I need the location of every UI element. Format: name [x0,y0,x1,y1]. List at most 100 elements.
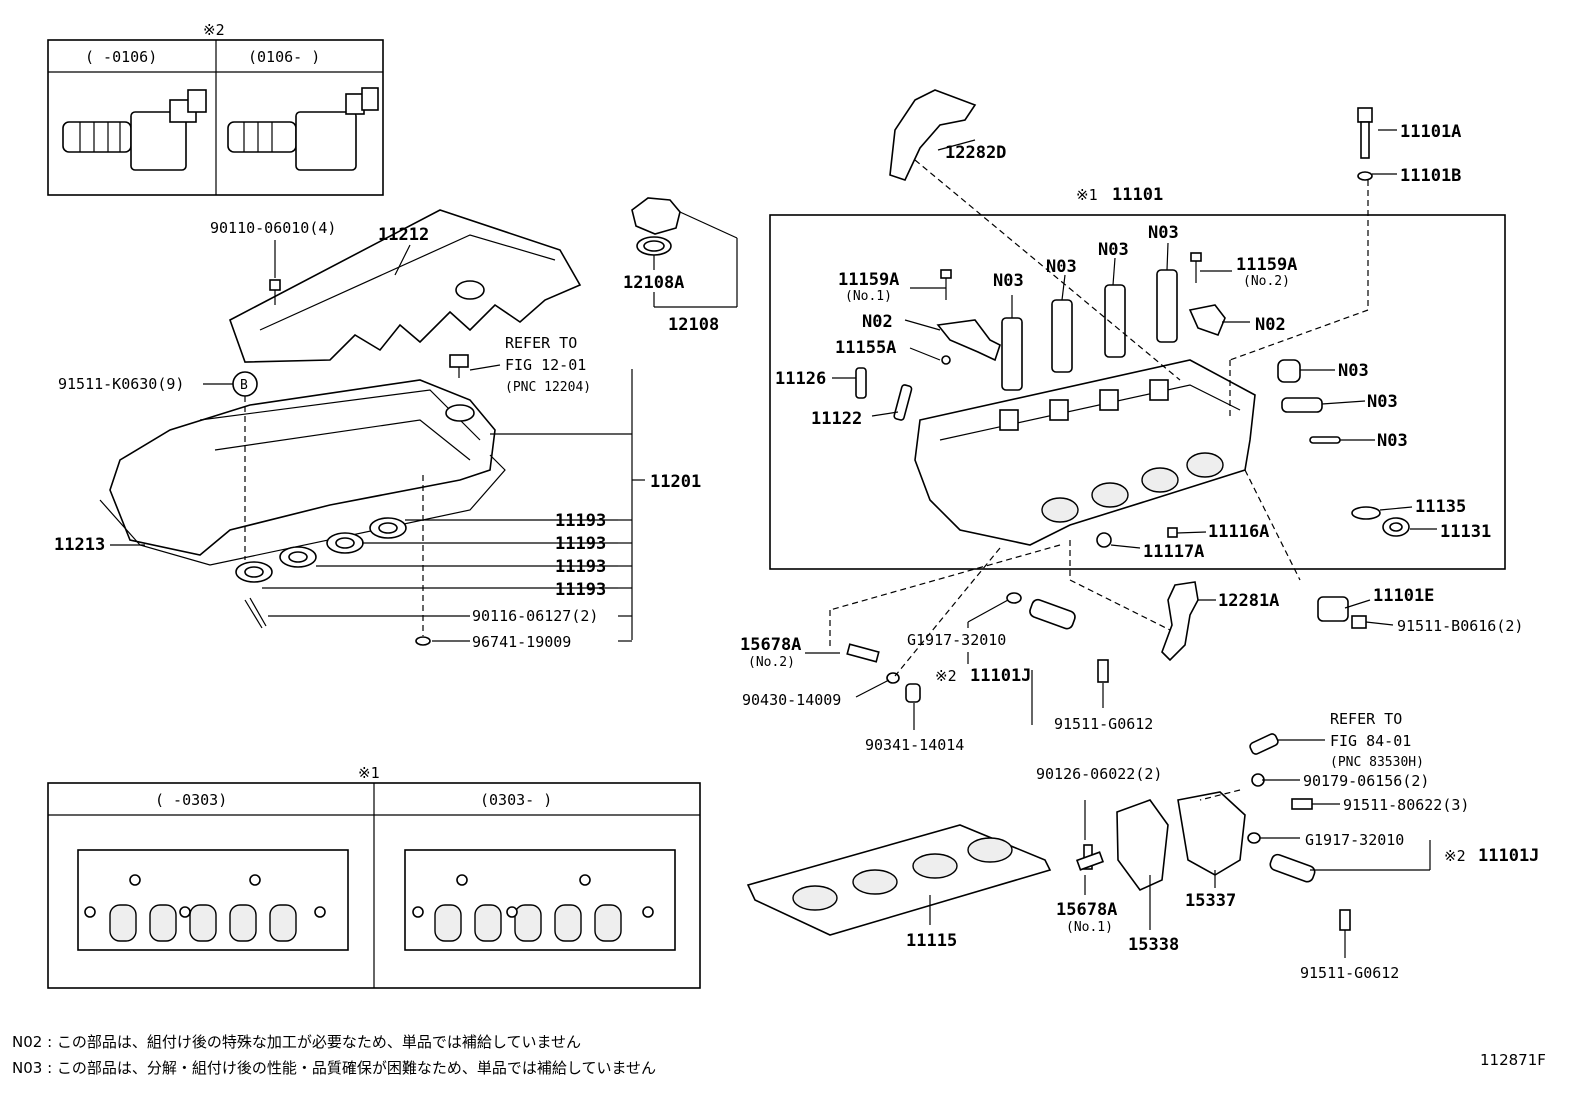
label-11135: 11135 [1415,497,1466,517]
label-91511-80622: 91511-80622(3) [1343,796,1469,814]
engine-hanger-front-drawing [889,89,977,181]
right-leaders [805,129,1437,958]
label-90430: 90430-14009 [742,691,841,709]
label-n02-a: N02 [862,312,893,332]
label-11101j-2-mark: ※2 [1444,847,1466,865]
label-15678a-2-sub: (No.2) [748,655,795,670]
label-11193-b: 11193 [555,534,606,554]
label-11101: 11101 [1112,185,1163,205]
inset-vvt-col-left: ( -0106) [85,48,157,66]
label-n03-d: N03 [1148,223,1179,243]
label-11101a: 11101A [1400,122,1461,142]
label-11159a-1: 11159A [838,270,899,290]
refer-12-line3: (PNC 12204) [505,380,591,395]
plug-tube-sleeves [1001,269,1178,391]
label-11212: 11212 [378,225,429,245]
vvt-valve-new-drawing [227,87,379,171]
label-11159a-1-sub: (No.1) [845,289,892,304]
inset-head-col-left: ( -0303) [155,791,227,809]
inset-head-mark: ※1 [358,764,380,782]
label-11117a: 11117A [1143,542,1204,562]
label-11122: 11122 [811,409,862,429]
label-g1917-b: G1917-32010 [1305,831,1404,849]
label-11101j: 11101J [970,666,1031,686]
label-11101e: 11101E [1373,586,1434,606]
refer-12-line1: REFER TO [505,334,577,352]
label-11115: 11115 [906,931,957,951]
engine-hanger-rear-drawing [1161,581,1199,662]
label-n03-g: N03 [1377,431,1408,451]
inset-vvt-table: ※2 ( -0106) (0106- ) [47,21,384,196]
part-labels: 90110-06010(4) 11212 91511-K0630(9) 1121… [54,122,1539,982]
label-n03-f: N03 [1367,392,1398,412]
label-96741: 96741-19009 [472,633,571,651]
label-91511-g0612-a: 91511-G0612 [1054,715,1153,733]
refer-84-line3: (PNC 83530H) [1330,755,1424,770]
inset-head-col-right: (0303- ) [480,791,552,809]
label-90341: 90341-14014 [865,736,964,754]
label-g1917-a: G1917-32010 [907,631,1006,649]
small-parts-right [855,107,1410,548]
cylinder-head-drawing [914,359,1256,546]
label-12108a: 12108A [623,273,684,293]
label-n03-c: N03 [1098,240,1129,260]
label-15338: 15338 [1128,935,1179,955]
label-11159a-2: 11159A [1236,255,1297,275]
label-15678a-1-sub: (No.1) [1066,920,1113,935]
bearing-caps [936,304,1226,362]
label-90110: 90110-06010(4) [210,219,336,237]
timing-cover-gasket-drawing [1116,799,1169,891]
label-11101-mark: ※1 [1076,186,1098,204]
cylinder-head-new-drawing [404,849,676,951]
label-11193-d: 11193 [555,580,606,600]
label-11201: 11201 [650,472,701,492]
label-15678a-2: 15678A [740,635,801,655]
label-91511-k0630: 91511-K0630(9) [58,375,184,393]
cylinder-head-old-drawing [77,849,349,951]
footnote-n02: N02 : この部品は、組付け後の特殊な加工が必要なため、単品では補給していませ… [12,1033,581,1051]
label-n03-e: N03 [1338,361,1369,381]
label-11193-a: 11193 [555,511,606,531]
cylinder-head-cover-no2-drawing [229,209,582,363]
label-12281a: 12281A [1218,591,1279,611]
label-11193-c: 11193 [555,557,606,577]
badge-b: B [240,378,248,393]
label-12108: 12108 [668,315,719,335]
label-11101j-2: 11101J [1478,846,1539,866]
label-11131: 11131 [1440,522,1491,542]
label-90116: 90116-06127(2) [472,607,598,625]
footnote-n03: N03 : この部品は、分解・組付け後の性能・品質確保が困難なため、単品では補給… [12,1059,656,1077]
label-11101b: 11101B [1400,166,1461,186]
figure-id: 112871F [1480,1051,1546,1069]
label-n03-a: N03 [993,271,1024,291]
inset-head-table: ※1 ( -0303) (0303- ) [47,764,701,989]
oil-filler-cap-drawing [631,197,681,256]
label-11159a-2-sub: (No.2) [1243,274,1290,289]
label-90179: 90179-06156(2) [1303,772,1429,790]
label-11116a: 11116A [1208,522,1269,542]
vvt-valve-old-drawing [62,89,207,171]
refer-84-line2: FIG 84-01 [1330,732,1411,750]
label-11101j-mark: ※2 [935,667,957,685]
label-91511-g0612-b: 91511-G0612 [1300,964,1399,982]
camshaft-housing-drawing [1177,791,1246,876]
label-11126: 11126 [775,369,826,389]
label-91511-b0616: 91511-B0616(2) [1397,617,1523,635]
left-leaders [110,211,738,642]
inset-vvt-col-right: (0106- ) [248,48,320,66]
cover-bolts [244,279,469,646]
label-15678a-1: 15678A [1056,900,1117,920]
inset-vvt-mark: ※2 [203,21,225,39]
refer-84-line1: REFER TO [1330,710,1402,728]
cylinder-head-group-box [769,214,1506,570]
label-11155a: 11155A [835,338,896,358]
label-n03-b: N03 [1046,257,1077,277]
label-11213: 11213 [54,535,105,555]
label-90126: 90126-06022(2) [1036,765,1162,783]
label-15337: 15337 [1185,891,1236,911]
refer-12-line2: FIG 12-01 [505,356,586,374]
label-12282d: 12282D [945,143,1006,163]
lower-right-parts [746,733,1351,936]
label-n02-b: N02 [1255,315,1286,335]
